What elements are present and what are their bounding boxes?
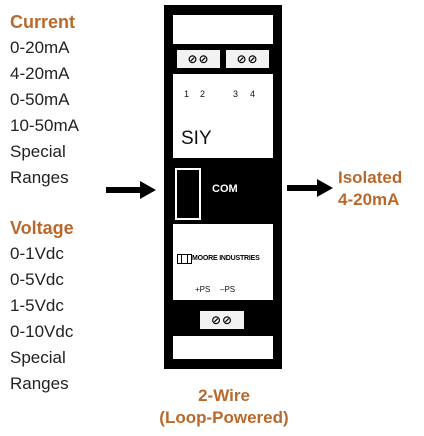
output-label-line-1: Isolated bbox=[338, 168, 403, 187]
voltage-range-item: 0-5Vdc bbox=[10, 270, 64, 289]
current-range-item: 10-50mA bbox=[10, 116, 79, 135]
terminal-screws-1-2-icon: ⊘⊘ bbox=[177, 50, 220, 68]
terminal-number-1: 1 bbox=[184, 89, 190, 99]
top-terminal-block: ⊘⊘ ⊘⊘ bbox=[173, 44, 273, 74]
current-range-item: Special bbox=[10, 142, 66, 161]
input-arrow-icon bbox=[106, 181, 156, 199]
output-label-line-2: 4-20mA bbox=[338, 190, 400, 209]
voltage-heading: Voltage bbox=[10, 218, 74, 238]
output-label: Isolated 4-20mA bbox=[338, 167, 402, 211]
model-label: SIY bbox=[181, 128, 212, 149]
com-label: COM bbox=[212, 183, 238, 195]
com-port-block: COM bbox=[167, 158, 279, 224]
bottom-terminal-block: ⊘⊘ bbox=[173, 300, 273, 336]
com-port-window bbox=[175, 168, 201, 220]
voltage-range-item: 1-5Vdc bbox=[10, 296, 64, 315]
voltage-range-item: 0-10Vdc bbox=[10, 322, 74, 341]
current-range-item: 0-50mA bbox=[10, 90, 70, 109]
output-arrow-icon bbox=[287, 179, 333, 197]
brand-label: MOORE INDUSTRIES bbox=[192, 255, 260, 262]
moore-industries-logo-icon bbox=[181, 254, 192, 264]
terminal-label-plus-ps: +PS bbox=[195, 285, 211, 294]
voltage-input-list: Voltage 0-1Vdc 0-5Vdc 1-5Vdc 0-10Vdc Spe… bbox=[10, 215, 74, 397]
terminal-screws-3-4-icon: ⊘⊘ bbox=[226, 50, 269, 68]
current-range-item: 4-20mA bbox=[10, 64, 70, 83]
terminal-number-3: 3 bbox=[233, 89, 239, 99]
terminal-screws-ps-icon: ⊘⊘ bbox=[200, 311, 244, 329]
current-range-item: 0-20mA bbox=[10, 38, 70, 57]
power-caption: 2-Wire (Loop-Powered) bbox=[112, 385, 336, 429]
terminal-label-minus-ps: –PS bbox=[220, 285, 236, 294]
current-heading: Current bbox=[10, 12, 76, 32]
voltage-range-item: 0-1Vdc bbox=[10, 244, 64, 263]
caption-line-1: 2-Wire bbox=[198, 386, 250, 405]
current-range-item: Ranges bbox=[10, 168, 69, 187]
voltage-range-item: Ranges bbox=[10, 374, 69, 393]
terminal-number-4: 4 bbox=[250, 89, 256, 99]
voltage-range-item: Special bbox=[10, 348, 66, 367]
caption-line-2: (Loop-Powered) bbox=[159, 408, 289, 427]
terminal-number-2: 2 bbox=[200, 89, 206, 99]
current-input-list: Current 0-20mA 4-20mA 0-50mA 10-50mA Spe… bbox=[10, 9, 79, 191]
